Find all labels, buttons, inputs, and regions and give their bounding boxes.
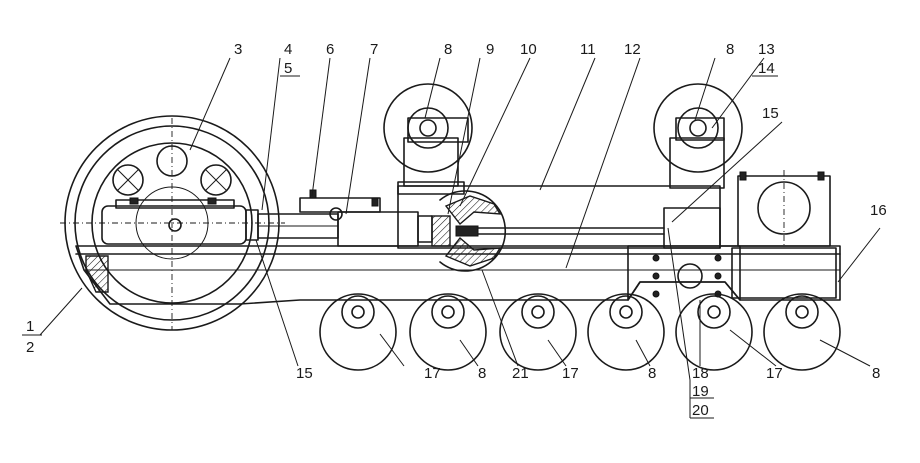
callout-19: 19 [692, 383, 709, 400]
upper-frame-box [397, 185, 721, 249]
callout-8-bottom-b: 8 [648, 365, 656, 382]
callout-10: 10 [520, 41, 537, 58]
track-roller-4 [587, 293, 665, 371]
callout-8-top-right: 8 [726, 41, 734, 58]
callout-7: 7 [370, 41, 378, 58]
callout-4: 4 [284, 41, 292, 58]
callout-8-top-left: 8 [444, 41, 452, 58]
callout-12: 12 [624, 41, 641, 58]
track-frame [75, 245, 841, 305]
callout-14: 14 [758, 60, 775, 77]
track-roller-5 [675, 293, 753, 371]
idler-wheel [60, 115, 285, 331]
buffer-spring-section [431, 190, 506, 272]
callout-9: 9 [486, 41, 494, 58]
callout-8-bottom-c: 8 [872, 365, 880, 382]
callout-15-left: 15 [296, 365, 313, 382]
carrier-roller-right [653, 83, 743, 189]
callout-16: 16 [870, 202, 887, 219]
callout-2: 2 [26, 339, 34, 356]
callout-labels: 1 2 3 4 5 6 7 8 9 10 11 12 8 13 14 15 16… [26, 41, 887, 419]
callout-8-bottom-a: 8 [478, 365, 486, 382]
callout-17-b: 17 [562, 365, 579, 382]
bearing-block-right [737, 170, 831, 247]
callout-1: 1 [26, 318, 34, 335]
track-rollers [319, 293, 841, 371]
callout-17-a: 17 [424, 365, 441, 382]
track-roller-3 [499, 293, 577, 371]
leader-lines [22, 57, 881, 419]
callout-20: 20 [692, 402, 709, 419]
callout-5: 5 [284, 60, 292, 77]
callout-11: 11 [580, 41, 596, 58]
track-roller-1 [319, 293, 397, 371]
track-roller-6 [763, 293, 841, 371]
callout-15-right: 15 [762, 105, 779, 122]
callout-13: 13 [758, 41, 775, 58]
callout-21: 21 [512, 365, 529, 382]
callout-3: 3 [234, 41, 242, 58]
tension-cylinder [101, 189, 433, 247]
callout-6: 6 [326, 41, 334, 58]
callout-17-c: 17 [766, 365, 783, 382]
track-roller-2 [409, 293, 487, 371]
carrier-roller-left [383, 83, 473, 195]
callout-18: 18 [692, 365, 709, 382]
